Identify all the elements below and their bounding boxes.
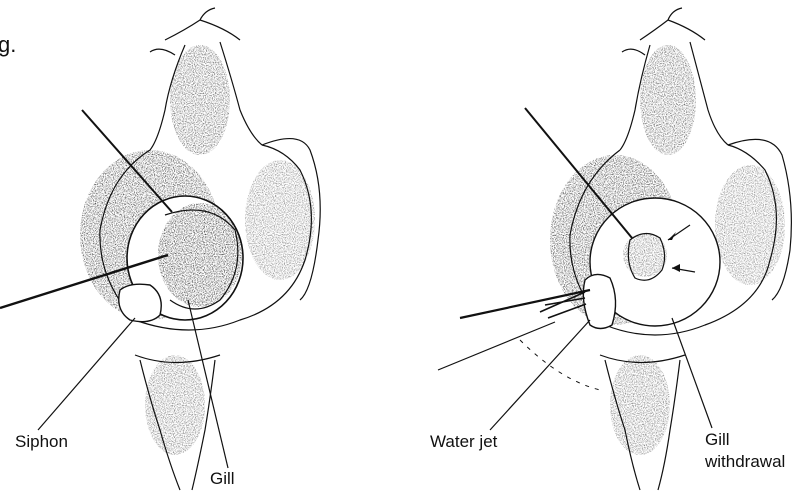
withdrawal-label: withdrawal [705, 452, 785, 472]
gill-label-right: Gill [705, 430, 730, 450]
extra-leader [438, 322, 555, 370]
water-jet-leader [490, 320, 590, 430]
left-siphon [119, 284, 162, 321]
siphon-label: Siphon [15, 432, 68, 452]
right-siphon [583, 274, 615, 328]
corner-text-fragment: g. [0, 32, 16, 57]
water-jet-label: Water jet [430, 432, 497, 452]
right-probe-lower [460, 290, 590, 318]
right-dashed-arc [520, 340, 600, 390]
siphon-leader [38, 318, 135, 430]
gill-label-left: Gill [210, 469, 235, 489]
